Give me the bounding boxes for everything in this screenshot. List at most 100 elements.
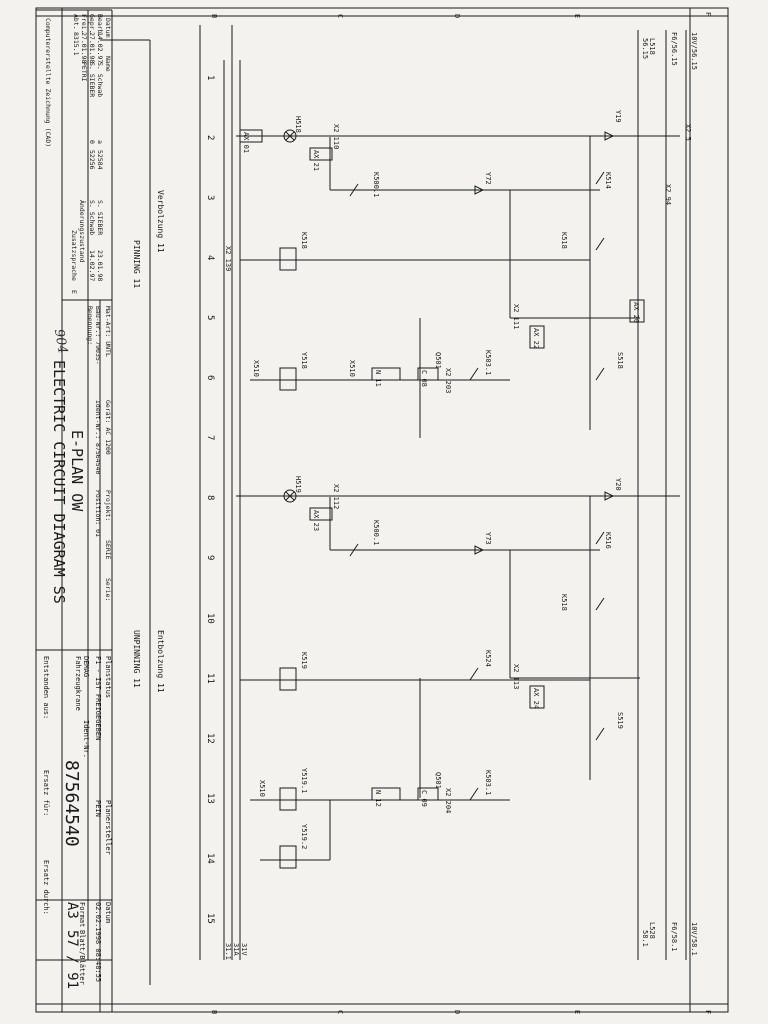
revision-cell: S. SIEBER — [88, 62, 96, 97]
y73-diode-icon — [474, 545, 485, 555]
component-label: K519 — [300, 652, 308, 669]
column-number: 6 — [205, 375, 215, 380]
column-number: 9 — [205, 555, 215, 560]
terminal-label: X2 94 — [664, 184, 672, 205]
component-label: Y19 — [614, 110, 622, 123]
ax23-box-icon — [309, 507, 333, 521]
column-number: 11 — [205, 673, 215, 684]
component-label: Q501 — [434, 352, 442, 369]
revision-header: Datum — [104, 18, 112, 38]
rail-label: 10V/56.15 — [690, 32, 698, 70]
component-label: Y519.2 — [300, 824, 308, 849]
y519-1-coil-icon — [279, 787, 297, 811]
terminal-label: X2 112 — [332, 484, 340, 509]
column-number: 7 — [205, 435, 215, 440]
s519-switch-icon — [595, 727, 605, 741]
change-cell: 0 — [88, 140, 96, 144]
revision-cell: Gepr. — [88, 14, 96, 34]
component-label: H518 — [294, 116, 302, 133]
change-cell: 14.02.97 — [88, 250, 96, 281]
change-cell: 52584 — [96, 150, 104, 170]
sheet-number: 57 / 91 — [64, 930, 80, 989]
n11-box-icon — [371, 367, 401, 381]
title-block-label: Blatt/Blätter — [78, 930, 86, 985]
ax20-box-icon — [629, 299, 645, 323]
revision-cell: 27.01.98 — [80, 32, 88, 63]
change-cell: S. SIEBER — [96, 200, 104, 235]
component-label: Y518 — [300, 352, 308, 369]
diagram-title: E-PLAN OW — [68, 430, 86, 512]
box-label: AX 23 — [312, 510, 320, 531]
revision-cell: 14.02.97 — [96, 32, 104, 63]
terminal-label: X2 204 — [444, 788, 452, 813]
component-label: S519 — [616, 712, 624, 729]
title-block-label: Datum — [104, 902, 112, 923]
terminal-label: X2 139 — [224, 246, 232, 271]
component-label: K500.1 — [372, 172, 380, 197]
frame-letter: B — [210, 1010, 218, 1014]
h518-lamp-icon — [283, 129, 297, 143]
k500-contact-icon — [349, 183, 359, 197]
project-field: Mat-Art: UNTL — [104, 306, 112, 357]
rail-label: 31V — [240, 943, 248, 956]
section-label: Verbolzung 11 — [156, 190, 165, 253]
c08-box-icon — [417, 367, 439, 381]
rail-label: F6/58.1 — [670, 922, 678, 952]
section-label: Entbolzung 11 — [156, 630, 165, 693]
rail-label: 31A — [232, 943, 240, 956]
box-label: C 08 — [420, 370, 428, 387]
column-number: 12 — [205, 733, 215, 744]
box-label: N 11 — [374, 370, 382, 387]
cad-label: Computererstellte Zeichnung (CAD) — [44, 18, 52, 147]
revision-cell: PETRI — [80, 62, 88, 82]
title-block-label: Ident-Nr. — [82, 720, 90, 758]
k518-coil-icon — [279, 247, 297, 271]
frame-letter: D — [453, 14, 461, 18]
k518-contact-icon — [595, 597, 605, 611]
frame-letter: F — [704, 12, 712, 16]
component-label: Y20 — [614, 478, 622, 491]
project-field: Benennung: — [86, 306, 94, 345]
component-label: K500.1 — [372, 520, 380, 545]
terminal-label: X2 110 — [332, 124, 340, 149]
ax24-box-icon — [529, 685, 545, 709]
title-block-label: Planstatus — [104, 656, 112, 698]
title-block-value: 02.02.1998 08:48:55 — [94, 902, 102, 982]
frame-letter: F — [704, 1010, 712, 1014]
component-label: Y519.1 — [300, 768, 308, 793]
component-label: Y72 — [484, 172, 492, 185]
section-label: UNPINNING 11 — [132, 630, 141, 688]
revision-cell: Abt. — [72, 14, 80, 30]
title-block-label: Entstanden aus: — [42, 656, 50, 719]
y19-diode-icon — [604, 131, 615, 141]
terminal-label: X2 203 — [444, 368, 452, 393]
terminal-label: X2 5 — [684, 124, 692, 141]
ax01-box-icon — [239, 129, 263, 143]
component-label: H519 — [294, 476, 302, 493]
s518-switch-icon — [595, 367, 605, 381]
k519-coil-icon — [279, 667, 297, 691]
title-block-label: Format — [78, 902, 86, 927]
k518-contact-icon — [595, 237, 605, 251]
rail-label: 58.1 — [641, 930, 649, 947]
project-field: Projekt: — [104, 490, 112, 521]
box-label: C 09 — [420, 790, 428, 807]
frame-letter: C — [336, 14, 344, 18]
component-label: K503.1 — [484, 350, 492, 375]
company-name: DEMAG — [82, 656, 90, 677]
component-label: X510 — [258, 780, 266, 797]
title-block-value: F1 - IST FREIGEGEBEN — [94, 656, 102, 740]
format-value: A3 — [64, 902, 80, 919]
y519-2-coil-icon — [279, 845, 297, 869]
title-block-label: Ersatz durch: — [42, 860, 50, 915]
title-block-value: PEIN — [94, 800, 102, 817]
component-label: K518 — [300, 232, 308, 249]
k516-contact-icon — [595, 531, 605, 545]
box-label: AX 24 — [532, 688, 540, 709]
project-field: Gerät: AC 1200 — [104, 400, 112, 455]
change-cell: 52256 — [88, 150, 96, 170]
section-label: PINNING 11 — [132, 240, 141, 288]
n12-box-icon — [371, 787, 401, 801]
